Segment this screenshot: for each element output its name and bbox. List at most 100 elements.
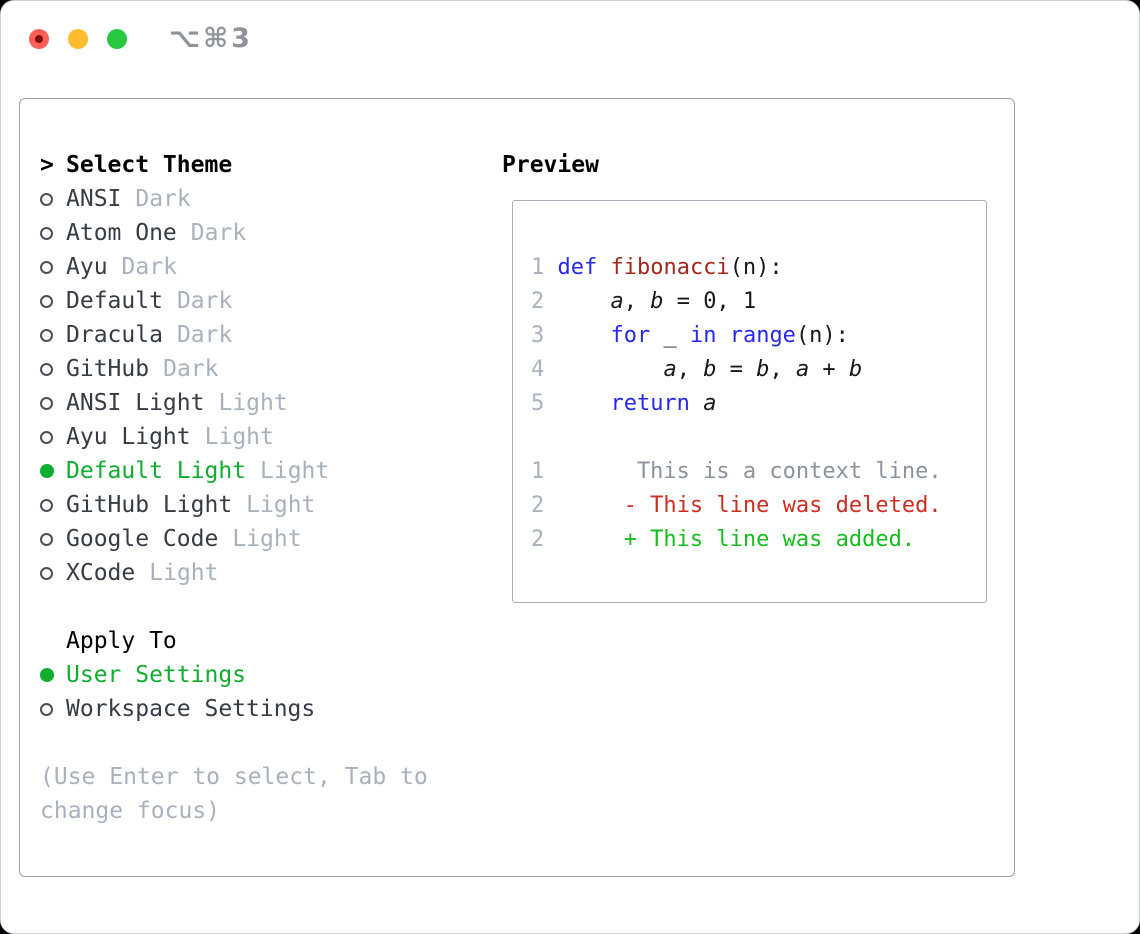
theme-item-xcode[interactable]: XCode Light [40,556,502,590]
radio-unselected-icon [40,260,53,274]
apply-option-workspace-settings[interactable]: Workspace Settings [40,692,502,726]
theme-name: Ayu [66,254,108,280]
theme-name: ANSI Light [66,390,205,416]
line-number: 1 [531,255,545,280]
radio-unselected-icon [40,702,53,716]
theme-name: ANSI [66,186,122,212]
theme-name: Default [66,288,163,314]
line-text: a, b = b, a + b [557,353,862,387]
theme-item-ayu[interactable]: Ayu Dark [40,250,502,284]
theme-variant-tag: Light [246,492,316,518]
theme-item-github-light[interactable]: GitHub Light Light [40,488,502,522]
radio-unselected-icon [40,362,53,376]
preview-line: 3 for _ in range(n): [531,319,986,353]
preview-line: 2 a, b = 0, 1 [531,285,986,319]
line-number: 5 [531,391,545,416]
close-dot-icon [35,35,43,43]
theme-variant-tag: Dark [121,254,177,280]
hint-text: (Use Enter to select, Tab to change focu… [40,760,502,828]
radio-selected-icon [40,668,54,682]
minimize-button[interactable] [68,29,88,49]
theme-variant-tag: Dark [163,356,219,382]
code-token: return [610,391,690,416]
code-token: a [795,357,810,382]
theme-item-default[interactable]: Default Dark [40,284,502,318]
apply-to-header: Apply To [66,628,177,654]
preview-line: 4 a, b = b, a + b [531,353,986,387]
line-number: 1 [531,459,545,484]
hint-line: change focus) [40,798,221,824]
code-token: b [650,289,664,314]
hint-line: (Use Enter to select, Tab to [40,764,428,790]
theme-variant-tag: Dark [190,220,247,246]
theme-item-google-code[interactable]: Google Code Light [40,522,502,556]
code-token: for [610,323,651,348]
apply-option-label: User Settings [66,662,247,688]
theme-name: Default Light [66,458,247,484]
code-token [716,323,729,348]
line-text: def fibonacci(n): [557,251,782,285]
code-token [690,391,703,416]
code-token [597,255,610,280]
preview-line: 2 + This line was added. [531,523,986,557]
close-button[interactable] [29,29,49,49]
code-token: , [769,357,796,382]
code-token: = [716,357,757,382]
theme-variant-tag: Light [204,424,274,450]
radio-unselected-icon [40,566,53,580]
code-token [557,391,610,416]
code-token: a [610,289,624,314]
theme-variant-tag: Light [149,560,219,586]
code-token: a [703,391,717,416]
line-number: 2 [531,493,545,518]
theme-name: Google Code [66,526,219,552]
apply-option-user-settings[interactable]: User Settings [40,658,502,692]
radio-unselected-icon [40,192,53,206]
line-number: 4 [531,357,545,382]
code-token: b [703,357,717,382]
radio-unselected-icon [40,430,53,444]
line-number [531,421,544,455]
theme-variant-tag: Light [232,526,302,552]
code-token: , [676,357,704,382]
code-token: + [809,357,849,382]
code-token: , [623,289,651,314]
code-token [557,289,610,314]
code-token: _ [650,323,690,348]
theme-name: GitHub Light [66,492,233,518]
line-text: This is a context line. [557,455,942,489]
code-token: fibonacci [610,255,730,280]
theme-name: XCode [66,560,136,586]
radio-unselected-icon [40,294,53,308]
code-token: - This line was deleted. [557,493,942,518]
line-text: + This line was added. [557,523,915,557]
preview-line [531,421,986,455]
code-token: b [848,357,863,382]
line-text: - This line was deleted. [557,489,942,523]
line-text: a, b = 0, 1 [557,285,756,319]
code-token: b [756,357,770,382]
line-text: return a [557,387,716,421]
preview-line: 5 return a [531,387,986,421]
theme-name: GitHub [66,356,150,382]
code-token: (n): [729,255,783,280]
radio-selected-icon [40,464,54,478]
theme-variant-tag: Dark [176,288,233,314]
code-token: def [557,255,598,280]
apply-option-label: Workspace Settings [66,696,316,722]
chevron-prefix: > [40,152,54,178]
line-number: 2 [531,289,545,314]
theme-item-github[interactable]: GitHub Dark [40,352,502,386]
zoom-button[interactable] [107,29,127,49]
code-token: range [729,323,796,348]
